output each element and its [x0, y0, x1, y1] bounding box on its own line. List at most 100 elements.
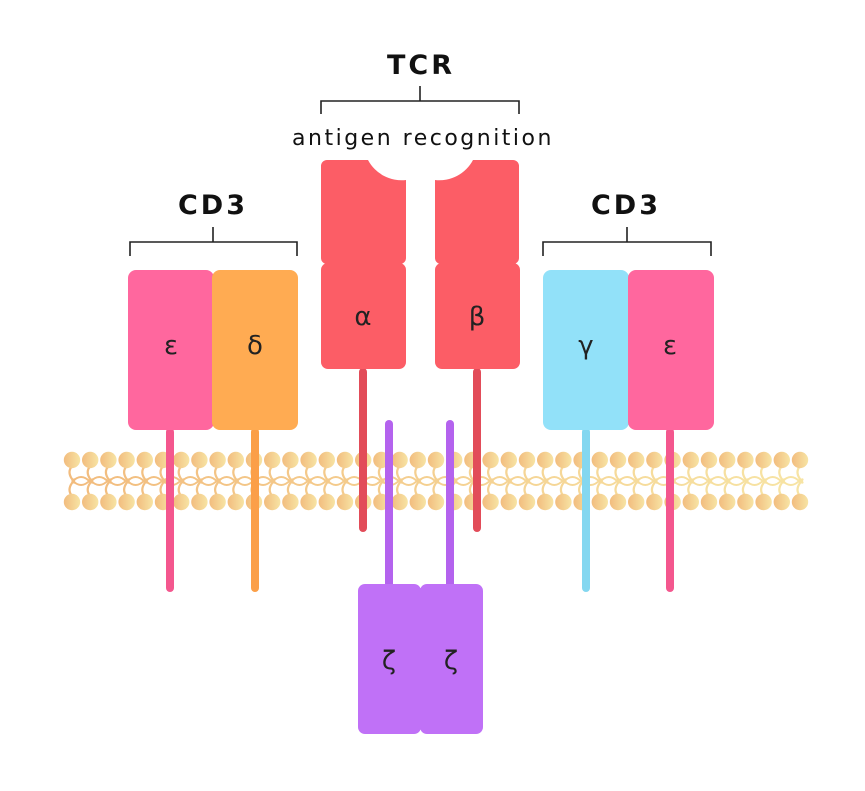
lipid-head: [300, 493, 317, 511]
lipid-head: [791, 493, 809, 511]
lipid-head: [628, 493, 645, 511]
lipid-head: [700, 493, 718, 511]
cd3-right-bracket: [542, 227, 712, 256]
lipid-head: [609, 493, 627, 511]
lipid-tails: [68, 465, 804, 497]
lipid-head: [737, 493, 754, 511]
lipid-head: [755, 493, 772, 511]
zeta-left-domain: [358, 584, 421, 734]
cd3-right-gamma-stem: [582, 428, 590, 592]
lipid-head: [719, 493, 736, 511]
cd3-right-gamma-domain: [543, 270, 629, 430]
tcr-alpha-constant-domain: [321, 263, 406, 369]
lipid-head: [191, 493, 208, 511]
lipid-head: [191, 451, 208, 469]
lipid-head: [82, 493, 99, 511]
tcr-subtitle: antigen recognition: [292, 126, 554, 151]
zeta-right-stem: [446, 420, 454, 588]
lipid-head: [555, 493, 572, 511]
lipid-head: [173, 493, 190, 511]
cd3-right-epsilon-stem: [666, 428, 674, 592]
tcr-alpha-chain: α: [321, 160, 406, 369]
zeta-dimer: ζ ζ: [358, 584, 483, 734]
lipid-head: [646, 451, 663, 469]
lipid-head: [719, 451, 736, 469]
lipid-head: [427, 451, 445, 469]
cd3-left-epsilon-domain: [128, 270, 214, 430]
lipid-head: [537, 493, 554, 511]
cd3-right-title: CD3: [591, 190, 661, 221]
lipid-head: [646, 493, 663, 511]
transmembrane-stems: [166, 368, 674, 592]
lipid-heads: [63, 451, 809, 511]
lipid-head: [209, 451, 226, 469]
lipid-head: [336, 451, 354, 469]
lipid-head: [591, 493, 608, 511]
lipid-head: [264, 451, 281, 469]
lipid-head: [63, 451, 81, 469]
lipid-head: [409, 493, 426, 511]
tcr-beta-label: β: [469, 302, 486, 332]
lipid-head: [682, 493, 699, 511]
lipid-head: [773, 451, 790, 469]
lipid-head: [628, 451, 645, 469]
cd3-left-delta-domain: [212, 270, 298, 430]
cd3-right-gamma-label: γ: [578, 331, 593, 361]
lipid-head: [773, 493, 790, 511]
lipid-head: [409, 451, 426, 469]
lipid-head: [482, 493, 499, 511]
lipid-head: [100, 451, 117, 469]
lipid-head: [700, 451, 718, 469]
lipid-head: [737, 451, 754, 469]
zeta-right-domain: [420, 584, 483, 734]
lipid-head: [500, 451, 517, 469]
lipid-head: [118, 451, 135, 469]
lipid-head: [136, 451, 153, 469]
cd3-right-dimer: γ ε: [543, 270, 714, 430]
lipid-head: [537, 451, 554, 469]
cd3-left-delta-label: δ: [247, 331, 263, 361]
cd3-left-title: CD3: [178, 190, 248, 221]
lipid-head: [318, 451, 335, 469]
lipid-head: [518, 493, 536, 511]
cd3-left-bracket: [129, 227, 298, 256]
cd3-left-label-group: CD3: [129, 190, 298, 256]
zeta-right-label: ζ: [444, 646, 458, 676]
tcr-beta-stem: [473, 368, 481, 532]
lipid-head: [682, 451, 699, 469]
zeta-left-stem: [385, 420, 393, 588]
lipid-head: [282, 451, 299, 469]
lipid-head: [209, 493, 226, 511]
lipid-head: [100, 493, 117, 511]
tcr-label-group: TCR antigen recognition: [292, 50, 554, 151]
lipid-head: [318, 493, 335, 511]
lipid-head: [518, 451, 536, 469]
tcr-alpha-variable-domain: [321, 160, 406, 264]
lipid-bilayer-membrane: [63, 451, 809, 511]
lipid-head: [391, 493, 408, 511]
cd3-left-epsilon-label: ε: [164, 331, 178, 361]
lipid-head: [82, 451, 99, 469]
cd3-left-delta-stem: [251, 428, 259, 592]
lipid-head: [227, 493, 244, 511]
lipid-head: [173, 451, 190, 469]
lipid-head: [282, 493, 299, 511]
tcr-alpha-label: α: [354, 302, 371, 332]
tcr-beta-chain: β: [435, 160, 520, 369]
lipid-head: [500, 493, 517, 511]
lipid-head: [264, 493, 281, 511]
lipid-head: [227, 451, 244, 469]
lipid-head: [482, 451, 499, 469]
lipid-head: [427, 493, 445, 511]
lipid-head: [118, 493, 135, 511]
tcr-alpha-stem: [359, 368, 367, 532]
lipid-head: [755, 451, 772, 469]
lipid-head: [391, 451, 408, 469]
cd3-left-dimer: ε δ: [128, 270, 298, 430]
cd3-left-epsilon-stem: [166, 428, 174, 592]
lipid-head: [555, 451, 572, 469]
tcr-beta-variable-domain: [435, 160, 519, 264]
tcr-beta-constant-domain: [435, 263, 520, 369]
cd3-right-label-group: CD3: [542, 190, 712, 256]
